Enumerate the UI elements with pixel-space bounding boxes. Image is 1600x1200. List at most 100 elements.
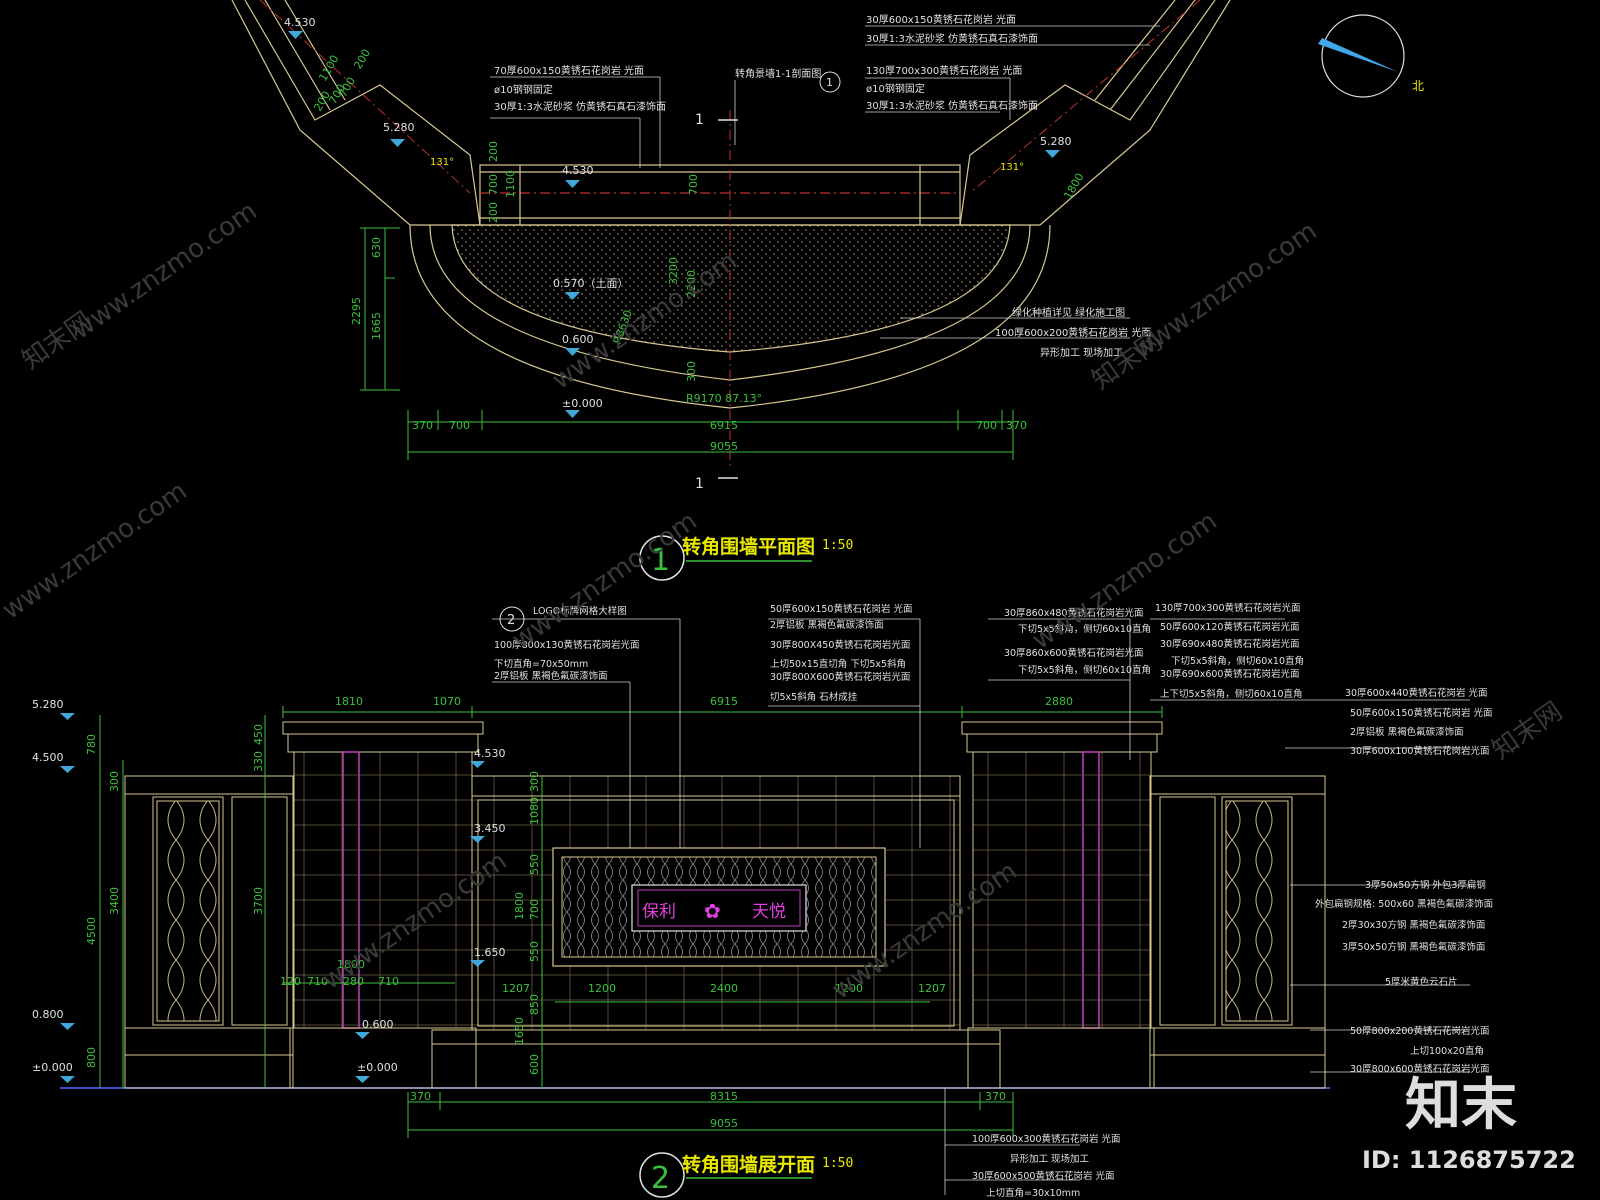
callout-text: 130厚700x300黄锈石花岗岩光面 bbox=[1155, 602, 1301, 614]
callout-text: 30厚1:3水泥砂浆 仿黄锈石真石漆饰面 bbox=[494, 100, 666, 113]
callout-text: 100厚800x130黄锈石花岗岩光面 bbox=[494, 639, 640, 651]
dim-text: 9055 bbox=[710, 1117, 738, 1130]
planter-bed bbox=[409, 110, 1051, 470]
dim-text: 700 bbox=[976, 419, 997, 432]
level-label: 4.530 bbox=[474, 747, 506, 760]
callout-text: 上切直角=30x10mm bbox=[986, 1187, 1080, 1199]
dim-text: 1207 bbox=[918, 982, 946, 995]
level-label: ±0.000 bbox=[562, 397, 603, 410]
callout-text: 2厚铝板 黑褐色氟碳漆饰面 bbox=[494, 670, 608, 682]
plan-view: 4.530 5.280 4.530 5.280 0.570（土面） 0.600 … bbox=[231, 0, 1424, 492]
callout-text: 上切50x15直切角 下切5x5斜角 bbox=[770, 658, 906, 670]
dim-text: 6915 bbox=[710, 419, 738, 432]
dim-text: 6915 bbox=[710, 695, 738, 708]
dim-text: 370 bbox=[412, 419, 433, 432]
level-label: 4.530 bbox=[284, 16, 316, 29]
callout-text: 2厚铝板 黑褐色氟碳漆饰面 bbox=[770, 619, 884, 631]
dim-text: 300 bbox=[528, 771, 541, 792]
callout-text: 100厚600x300黄锈石花岗岩 光面 bbox=[972, 1133, 1121, 1145]
callout-text: 30厚800X450黄锈石花岗岩光面 bbox=[770, 639, 910, 651]
callout-text: 50厚800x200黄锈石花岗岩光面 bbox=[1350, 1025, 1489, 1037]
callout-text: ø10钢钢固定 bbox=[494, 83, 553, 96]
section-ref-number: 1 bbox=[826, 76, 833, 89]
plan-title: 转角围墙平面图 bbox=[682, 536, 816, 558]
callout-text: 3厚50x50方钢 外包3厚扁钢 bbox=[1365, 879, 1486, 891]
callout-text: 30厚600x440黄锈石花岗岩 光面 bbox=[1345, 687, 1488, 699]
dim-text: 1810 bbox=[335, 695, 363, 708]
level-label: 5.280 bbox=[1040, 135, 1072, 148]
watermark-text-cn: 知末网 bbox=[1487, 696, 1568, 765]
section-mark-top: 1 bbox=[695, 112, 704, 128]
straight-wall bbox=[479, 164, 961, 226]
level-label: 5.280 bbox=[383, 121, 415, 134]
level-label: 0.600 bbox=[562, 333, 594, 346]
dim-text: 280 bbox=[343, 975, 364, 988]
dim-text: 800 bbox=[85, 1047, 98, 1068]
dim-text: 370 bbox=[410, 1090, 431, 1103]
section-cut-marks bbox=[718, 119, 738, 479]
callout-text: 50厚600x150黄锈石花岗岩 光面 bbox=[1350, 707, 1493, 719]
dim-text: 330 bbox=[252, 751, 265, 772]
dim-text: 1100 bbox=[316, 53, 341, 84]
callout-text: 30厚600x500黄锈石花岗岩 光面 bbox=[972, 1170, 1115, 1182]
callout-text: 外包扁钢规格: 500x60 黑褐色氟碳漆饰面 bbox=[1315, 898, 1493, 910]
detail-ref-bubble bbox=[499, 606, 525, 632]
left-wing-wall bbox=[231, 0, 481, 226]
right-low-wall bbox=[1149, 775, 1326, 1089]
elev-title-bubble: 2 bbox=[639, 1152, 812, 1198]
plan-leaders bbox=[490, 25, 1160, 339]
callout-text: 100厚600x200黄锈石花岗岩 光面 bbox=[995, 326, 1151, 339]
callout-text: 30厚1:3水泥砂浆 仿黄锈石真石漆饰面 bbox=[866, 32, 1038, 45]
level-label: 1.650 bbox=[474, 946, 506, 959]
north-arrow bbox=[1318, 14, 1405, 98]
level-label: 0.800 bbox=[32, 1008, 64, 1021]
level-label: 0.570（土面） bbox=[553, 277, 629, 290]
dim-text: 450 bbox=[252, 724, 265, 745]
dim-text: 3700 bbox=[252, 887, 265, 915]
dim-text: 120 bbox=[280, 975, 301, 988]
level-label: 3.450 bbox=[474, 822, 506, 835]
elev-title: 转角围墙展开面 bbox=[682, 1154, 816, 1176]
dim-text: 370 bbox=[1006, 419, 1027, 432]
dim-text: 550 bbox=[528, 854, 541, 875]
dim-text: 2880 bbox=[1045, 695, 1073, 708]
callout-text: 30厚1:3水泥砂浆 仿黄锈石真石漆饰面 bbox=[866, 99, 1038, 112]
dim-text: 300 bbox=[685, 361, 698, 382]
callout-text: 上下切5x5斜角，侧切60x10直角 bbox=[1160, 688, 1303, 700]
dim-text: 2200 bbox=[685, 270, 698, 298]
callout-text: 下切直角=70x50mm bbox=[494, 658, 588, 670]
plan-title-number: 1 bbox=[651, 543, 670, 578]
dim-text: 1200 bbox=[835, 982, 863, 995]
callout-text: 绿化种植详见 绿化施工图 bbox=[1012, 306, 1125, 319]
dim-text: 200 bbox=[351, 47, 373, 72]
elev-title-number: 2 bbox=[651, 1161, 670, 1196]
right-wing-wall bbox=[959, 0, 1231, 226]
dim-text: 1200 bbox=[588, 982, 616, 995]
detail-ref-number: 2 bbox=[507, 613, 515, 628]
dim-text: 700 bbox=[528, 899, 541, 920]
dim-text: 200 bbox=[487, 141, 500, 162]
level-label: 5.280 bbox=[32, 698, 64, 711]
level-label: 4.530 bbox=[562, 164, 594, 177]
watermark-text: www.znzmo.com bbox=[0, 476, 193, 626]
dim-text: 1800 bbox=[337, 958, 365, 971]
dim-text: 370 bbox=[985, 1090, 1006, 1103]
level-markers-plan bbox=[288, 31, 1060, 418]
callout-text: 上切100x20直角 bbox=[1410, 1045, 1484, 1057]
callout-text: 2厚30x30方钢 黑褐色氟碳漆饰面 bbox=[1342, 919, 1485, 931]
callout-text: 30厚690x600黄锈石花岗岩光面 bbox=[1160, 668, 1299, 680]
callout-text: 下切5x5斜角，侧切60x10直角 bbox=[1171, 655, 1304, 667]
elev-dimensions bbox=[99, 706, 1163, 1138]
dim-text: 850 bbox=[528, 994, 541, 1015]
section-ref-bubble bbox=[819, 71, 841, 93]
callout-text: 70厚600x150黄锈石花岗岩 光面 bbox=[494, 64, 644, 77]
dim-text: 700 bbox=[687, 174, 700, 195]
callout-text: 异形加工 现场加工 bbox=[1040, 346, 1123, 359]
callout-text: 50厚600x150黄锈石花岗岩 光面 bbox=[770, 603, 913, 615]
dim-text: 550 bbox=[528, 941, 541, 962]
dim-text: 1070 bbox=[433, 695, 461, 708]
angle-label: 131° bbox=[1000, 162, 1024, 173]
dim-text: 710 bbox=[307, 975, 328, 988]
callout-text: 切5x5斜角 石材成挂 bbox=[770, 691, 858, 703]
